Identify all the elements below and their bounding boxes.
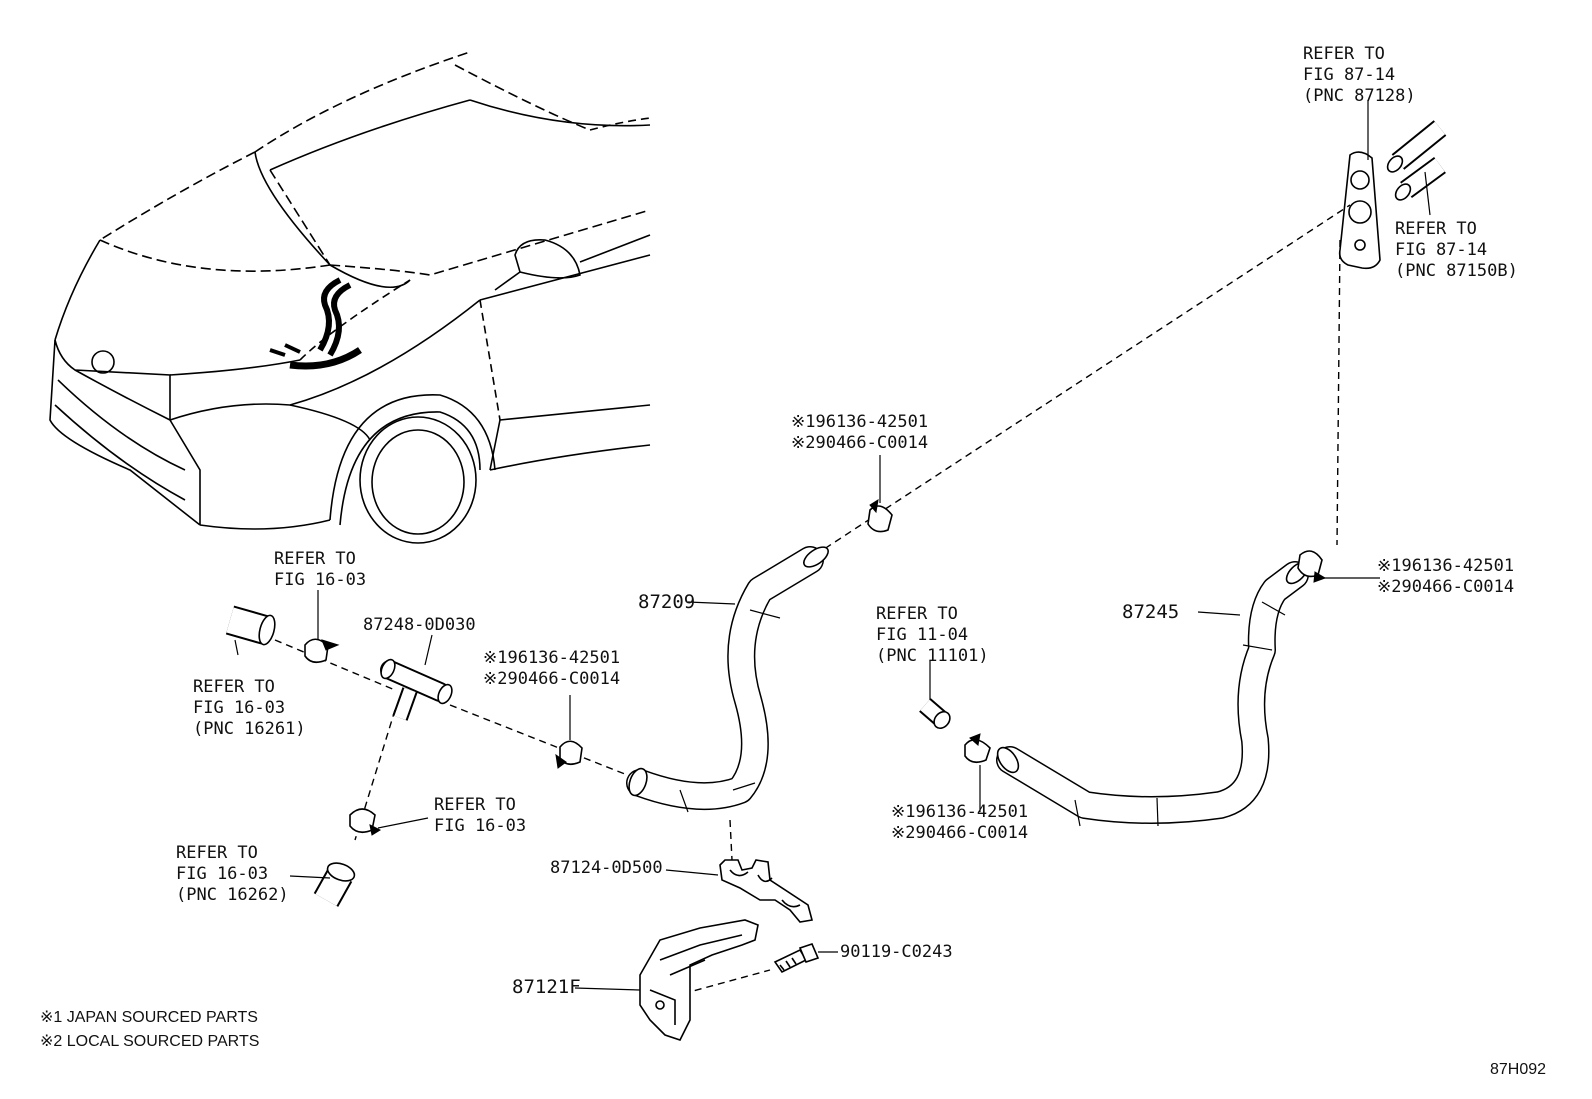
clamp-icon: [867, 455, 893, 533]
hose-87245: [996, 561, 1309, 827]
clamp-icon: [555, 695, 583, 769]
clamp-icon: [349, 808, 429, 836]
clamp-label-87209: ※196136-42501 ※290466-C0014: [791, 412, 929, 453]
refer-label-fig16-03-left: REFER TO FIG 16-03 (PNC 16261): [193, 677, 306, 739]
clamp-label-11101: ※196136-42501 ※290466-C0014: [891, 802, 1029, 843]
clamp-icon: [964, 733, 991, 812]
refer-label-fig16-03-top: REFER TO FIG 16-03: [274, 549, 367, 590]
clamp-label-tee: ※196136-42501 ※290466-C0014: [483, 648, 621, 689]
refer-label-fig11-04: REFER TO FIG 11-04 (PNC 11101): [876, 604, 989, 666]
part-label-87245: 87245: [1122, 601, 1180, 623]
tee-joint-87248: [380, 634, 453, 721]
hose-clamps: [304, 455, 1380, 836]
bolt-90119: [773, 943, 838, 974]
clamp-icon: [1297, 550, 1380, 583]
note-japan-sourced: ※1 JAPAN SOURCED PARTS: [40, 1009, 258, 1026]
heater-core-connector: [1338, 100, 1447, 270]
part-label-87248-0d030: 87248-0D030: [363, 615, 476, 635]
clamp-icon: [304, 590, 340, 664]
leader-16262: [289, 875, 331, 879]
leader-87245: [1197, 611, 1241, 616]
part-label-90119-c0243: 90119-C0243: [840, 942, 953, 962]
part-label-87209: 87209: [638, 591, 696, 613]
hose-87209: [626, 546, 829, 813]
refer-label-fig16-03-mid: REFER TO FIG 16-03: [434, 795, 527, 836]
clamp-bracket-87124: [665, 859, 813, 923]
refer-label-fig16-03-bottom: REFER TO FIG 16-03 (PNC 16262): [176, 843, 289, 905]
leader-87209: [687, 601, 736, 605]
refer-label-fig87-14-top: REFER TO FIG 87-14 (PNC 87128): [1303, 44, 1416, 106]
engine-pipes: [225, 605, 951, 907]
part-label-87124-0d500: 87124-0D500: [550, 858, 663, 878]
refer-label-fig87-14-right: REFER TO FIG 87-14 (PNC 87150B): [1395, 219, 1518, 281]
car-illustration: [49, 51, 651, 544]
note-local-sourced: ※2 LOCAL SOURCED PARTS: [40, 1033, 260, 1050]
figure-id: 87H092: [1490, 1061, 1547, 1078]
clamp-label-87245: ※196136-42501 ※290466-C0014: [1377, 556, 1515, 597]
part-label-87121f: 87121F: [512, 976, 581, 998]
bracket-87121f: [574, 919, 759, 1041]
connection-lines: [274, 204, 1351, 1001]
